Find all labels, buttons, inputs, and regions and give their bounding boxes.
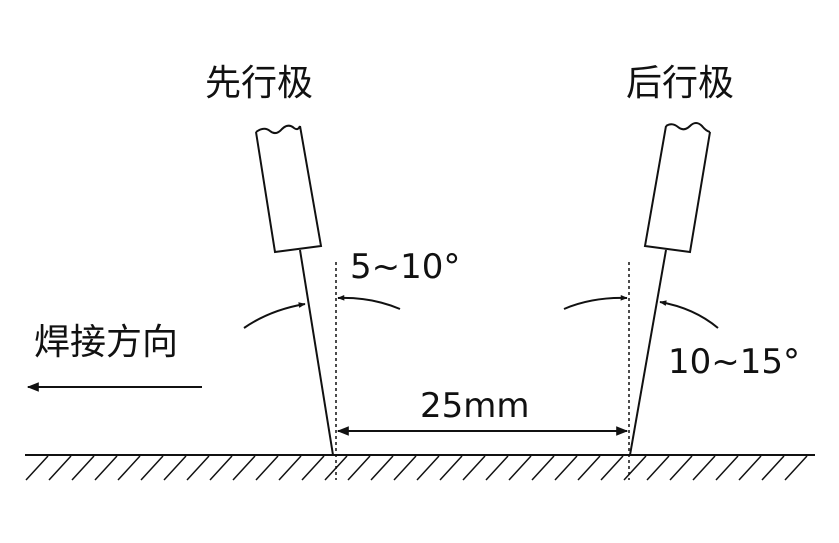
hatch-mark [554,455,578,481]
hatch-mark [140,455,164,481]
hatch-mark [48,455,72,481]
hatch-mark [416,455,440,481]
hatch-mark [485,455,509,481]
hatch-mark [232,455,256,481]
hatch-mark [646,455,670,481]
hatch-mark [71,455,95,481]
workpiece-surface [25,454,815,481]
hatch-mark [738,455,762,481]
hatch-mark [301,455,325,481]
hatch-mark [255,455,279,481]
hatch-mark [393,455,417,481]
hatch-mark [784,455,808,481]
hatch-mark [278,455,302,481]
leading-angle-label: 5~10° [350,247,460,287]
hatch-mark [347,455,371,481]
leading-angle-arc [243,302,306,329]
leading-electrode [255,124,334,456]
hatch-mark [531,455,555,481]
hatch-mark [715,455,739,481]
hatch-mark [462,455,486,481]
hatch-mark [186,455,210,481]
hatch-mark [163,455,187,481]
leading-angle-arrow [337,295,401,310]
hatch-mark [692,455,716,481]
hatch-mark [600,455,624,481]
hatch-mark [117,455,141,481]
hatch-mark [761,455,785,481]
hatch-mark [370,455,394,481]
spacing-label: 25mm [420,386,530,426]
hatch-mark [439,455,463,481]
hatch-mark [25,455,49,481]
hatch-mark [669,455,693,481]
hatch-mark [577,455,601,481]
trailing-electrode [629,122,711,456]
hatch-mark [209,455,233,481]
leading-electrode-label: 先行极 [205,63,313,104]
trailing-angle-label: 10~15° [668,342,800,382]
trailing-angle-arrow [563,295,628,310]
hatch-mark [508,455,532,481]
trailing-electrode-label: 后行极 [626,63,734,104]
hatch-mark [623,455,647,481]
welding-direction-label: 焊接方向 [34,322,178,363]
trailing-angle-arc [659,300,719,329]
hatch-mark [94,455,118,481]
